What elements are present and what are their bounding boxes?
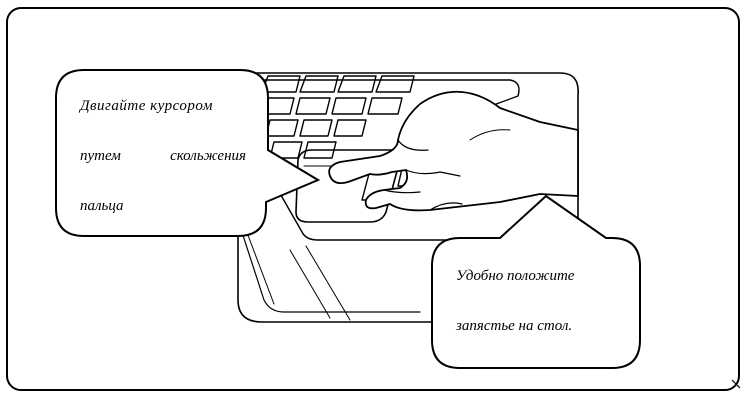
callout-left-line2-word2: скольжения bbox=[170, 148, 246, 165]
callout-left-line1: Двигайте курсором bbox=[80, 98, 246, 115]
callout-right-line1: Удобно положите bbox=[456, 268, 574, 285]
callout-left-line2: путем скольжения bbox=[80, 148, 246, 165]
callout-left-line2-word1: путем bbox=[80, 148, 121, 165]
callout-left-line3: пальца bbox=[80, 198, 124, 215]
callout-right-line2: запястье на стол. bbox=[456, 318, 572, 335]
